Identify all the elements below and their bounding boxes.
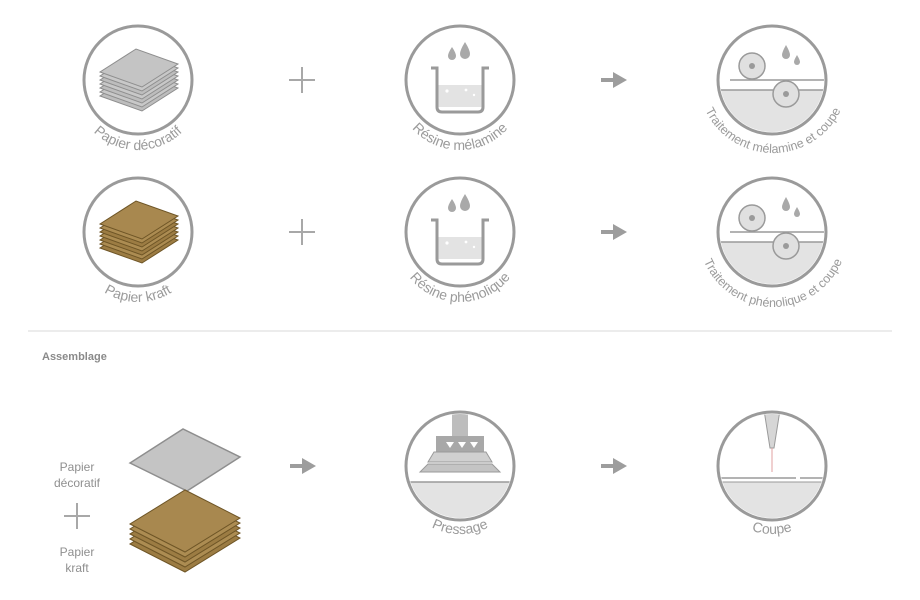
drop-icon [448,42,470,60]
kraft-stack-icon [128,489,242,573]
beaker-icon [431,218,489,266]
kraft-paper-node: Papier kraft [82,176,194,305]
kraft-paper-side-label-line2: kraft [65,561,89,575]
pressing-node: Pressage [404,410,516,537]
arrow-icon [601,458,627,474]
phenolic-resin-circle [404,176,516,288]
decor-paper-side-label-line1: Papier [60,460,95,474]
impregnation-rollers-icon [720,52,824,132]
plus-icon [289,219,315,245]
melamine-treatment-node: Traitement mélamine et coupe [703,24,843,156]
decor-paper-node: Papier décoratif [82,24,194,153]
arrow-icon [601,72,627,88]
melamine-resin-node: Résine mélamine [404,24,516,153]
kraft-paper-side-label-line1: Papier [60,545,95,559]
beaker-icon [431,66,489,114]
section-title: Assemblage [42,351,107,363]
cutting-node: Coupe [716,410,828,537]
phenolic-treatment-node: Traitement phénolique et coupe [701,176,845,310]
decor-paper-stack-icon [98,48,180,112]
drop-icon [448,194,470,212]
drop-icon [782,45,800,65]
decor-sheet-icon [128,428,242,492]
cutting-label: Coupe [751,518,793,537]
drop-icon [782,197,800,217]
melamine-resin-circle [404,24,516,136]
plus-icon [64,503,90,529]
pressing-label: Pressage [430,515,490,537]
arrow-icon [290,458,316,474]
plus-icon [289,67,315,93]
phenolic-resin-node: Résine phénolique [404,176,516,305]
kraft-paper-stack-icon [98,200,180,264]
arrow-icon [601,224,627,240]
decor-paper-side-label-line2: décoratif [54,476,101,490]
